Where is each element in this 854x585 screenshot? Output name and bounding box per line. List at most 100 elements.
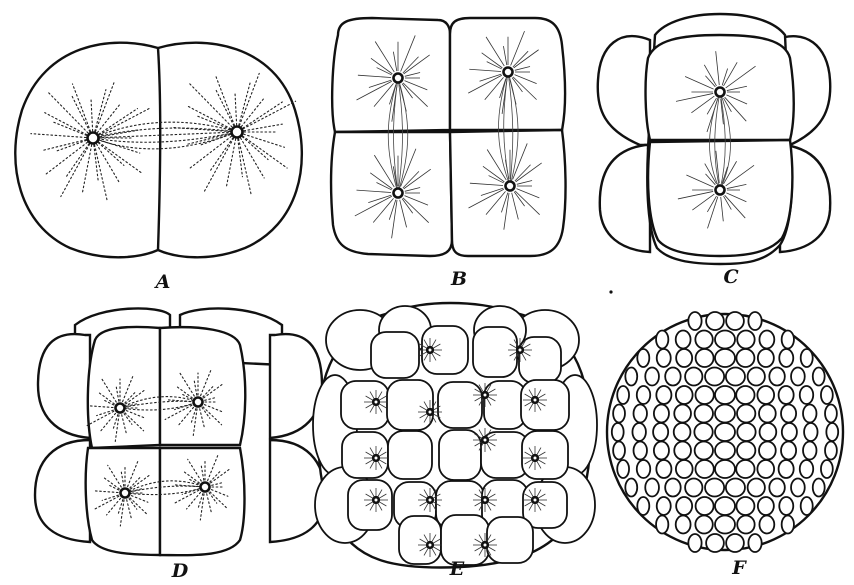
cell xyxy=(676,497,692,515)
cell xyxy=(371,332,419,378)
cell xyxy=(803,442,816,460)
cell xyxy=(813,368,825,386)
cell xyxy=(695,442,713,460)
cell xyxy=(656,386,671,404)
cell xyxy=(688,534,701,552)
centrosome xyxy=(482,497,488,503)
cell xyxy=(600,145,650,252)
centrosome xyxy=(427,497,433,503)
panel-label-f: F xyxy=(724,557,754,579)
cell xyxy=(656,331,668,349)
panel-label-e: E xyxy=(442,558,472,580)
cell xyxy=(676,386,693,404)
cell xyxy=(748,312,761,330)
centrosome xyxy=(427,347,433,353)
cell xyxy=(760,423,777,441)
cell xyxy=(821,460,833,478)
panel-label-b: B xyxy=(444,268,474,290)
cell xyxy=(657,349,671,367)
cell xyxy=(782,516,794,534)
cell xyxy=(625,368,637,386)
cell xyxy=(399,516,441,564)
cell xyxy=(803,405,816,423)
cell xyxy=(653,423,668,441)
cell xyxy=(695,405,713,423)
cell xyxy=(617,386,629,404)
cell xyxy=(676,349,692,367)
cell xyxy=(804,423,817,441)
cell xyxy=(813,479,825,497)
cell xyxy=(715,497,735,515)
cell xyxy=(648,140,792,256)
cell xyxy=(676,516,691,534)
cell xyxy=(613,405,625,423)
cell xyxy=(736,349,754,367)
cell xyxy=(748,479,765,497)
stray-dot xyxy=(609,290,612,293)
cell xyxy=(634,405,647,423)
cell xyxy=(715,423,735,441)
cell xyxy=(160,327,245,445)
centrosome xyxy=(394,189,403,198)
centrosome xyxy=(482,542,488,548)
cell xyxy=(781,405,796,423)
cell xyxy=(759,516,774,534)
panel-label-d: D xyxy=(165,560,195,582)
cell xyxy=(637,386,650,404)
centrosome xyxy=(394,74,403,83)
cell xyxy=(737,442,755,460)
cell xyxy=(715,442,735,460)
cell xyxy=(522,431,568,479)
cell xyxy=(758,497,774,515)
cell xyxy=(665,368,681,386)
cell xyxy=(705,479,724,497)
cell xyxy=(759,331,774,349)
cell xyxy=(86,448,160,555)
cell xyxy=(598,36,650,145)
cell xyxy=(715,516,735,534)
centrosome xyxy=(88,133,99,144)
cell xyxy=(825,405,837,423)
cell xyxy=(726,312,744,330)
cell xyxy=(800,386,813,404)
centrosome xyxy=(116,404,125,413)
panel-f-blastula xyxy=(607,312,843,552)
cell xyxy=(801,497,813,515)
cell xyxy=(612,423,624,441)
cell xyxy=(781,442,796,460)
cell xyxy=(521,380,569,430)
cell xyxy=(736,460,754,478)
cell xyxy=(748,368,765,386)
cell xyxy=(782,331,794,349)
cell xyxy=(523,482,567,528)
centrosome xyxy=(517,347,523,353)
panel-e-thirty-two-cell-stage xyxy=(313,303,597,568)
centrosome xyxy=(532,397,538,403)
cell xyxy=(695,331,712,349)
cell xyxy=(800,460,813,478)
cell xyxy=(779,386,794,404)
cell xyxy=(737,331,754,349)
cell xyxy=(613,442,625,460)
cell xyxy=(791,479,805,497)
cell xyxy=(715,460,735,478)
cell xyxy=(38,334,90,438)
cell xyxy=(657,497,671,515)
cell xyxy=(758,349,774,367)
cell xyxy=(484,381,526,429)
cell xyxy=(759,442,776,460)
cell xyxy=(705,368,724,386)
cell xyxy=(736,497,754,515)
cell xyxy=(645,368,659,386)
cell xyxy=(674,442,691,460)
centrosome xyxy=(232,127,243,138)
centrosome xyxy=(427,409,433,415)
centrosome xyxy=(716,186,725,195)
centrosome xyxy=(373,497,379,503)
cell xyxy=(676,331,691,349)
cell xyxy=(726,534,744,552)
cell xyxy=(791,368,805,386)
centrosome xyxy=(373,455,379,461)
cell xyxy=(685,479,702,497)
